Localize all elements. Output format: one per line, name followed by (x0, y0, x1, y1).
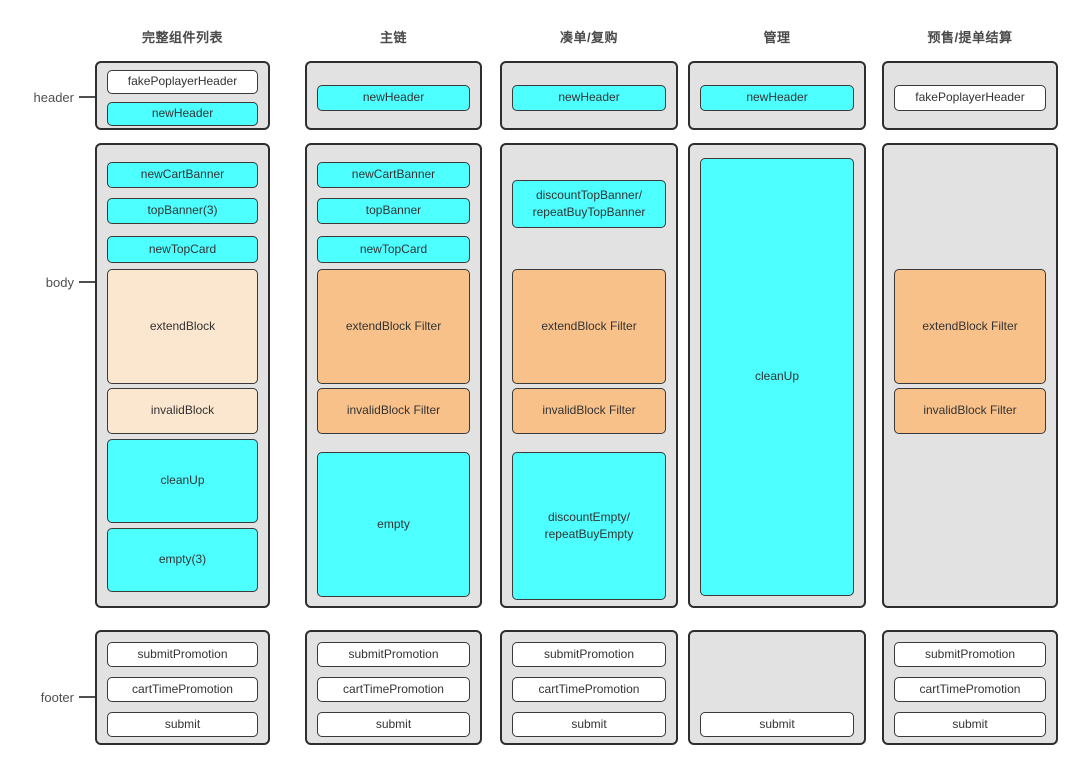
column-full-component-list: 完整组件列表 fakePoplayerHeader newHeader newCart… (95, 0, 270, 765)
column-title: 预售/提单结算 (927, 30, 1013, 45)
column-main-chain-body-section: newCartBanner topBanner newTopCard extendBl… (305, 143, 482, 608)
block-cartTimePromotion: cartTimePromotion (107, 677, 258, 702)
block-submit: submit (512, 712, 666, 737)
block-invalidBlock: invalidBlock (107, 388, 258, 434)
column-presale-settlement: 预售/提单结算 fakePoplayerHeader extendBlock Fil… (882, 0, 1058, 765)
column-title: 凑单/复购 (559, 30, 619, 45)
block-submitPromotion: submitPromotion (894, 642, 1046, 667)
column-discount-repeatbuy-footer-section: submitPromotion cartTimePromotion submit (500, 630, 678, 745)
block-newTopCard: newTopCard (107, 236, 258, 263)
block-submit: submit (700, 712, 854, 737)
block-cleanUp: cleanUp (107, 439, 258, 523)
side-label-header-connector-line (79, 96, 95, 98)
column-title: 管理 (763, 30, 791, 45)
column-manage-body-section: cleanUp (688, 143, 866, 608)
block-invalidBlock-Filter: invalidBlock Filter (512, 388, 666, 434)
side-label-body-connector-line (79, 281, 95, 283)
block-invalidBlock-Filter: invalidBlock Filter (894, 388, 1046, 434)
block-newHeader: newHeader (107, 102, 258, 126)
column-title: 完整组件列表 (141, 30, 223, 45)
column-discount-repeatbuy-body-section: discountTopBanner/ repeatBuyTopBanner ext… (500, 143, 678, 608)
block-empty: empty (317, 452, 470, 597)
block-cartTimePromotion: cartTimePromotion (317, 677, 470, 702)
block-newHeader: newHeader (700, 85, 854, 111)
block-extendBlock-Filter: extendBlock Filter (317, 269, 470, 384)
column-presale-settlement-header-section: fakePoplayerHeader (882, 61, 1058, 130)
block-newHeader: newHeader (317, 85, 470, 111)
block-newCartBanner: newCartBanner (317, 162, 470, 188)
column-manage-footer-section: submit (688, 630, 866, 745)
block-newHeader: newHeader (512, 85, 666, 111)
block-submit: submit (894, 712, 1046, 737)
block-newTopCard: newTopCard (317, 236, 470, 263)
column-manage-header-section: newHeader (688, 61, 866, 130)
block-cartTimePromotion: cartTimePromotion (894, 677, 1046, 702)
column-manage: 管理 newHeader cleanUp submit (688, 0, 866, 765)
block-newCartBanner: newCartBanner (107, 162, 258, 188)
side-label-footer: footer (0, 687, 95, 707)
column-discount-repeatbuy: 凑单/复购 newHeader discountTopBanner/ repeatB… (500, 0, 678, 765)
block-submitPromotion: submitPromotion (317, 642, 470, 667)
block-submitPromotion: submitPromotion (512, 642, 666, 667)
block-invalidBlock-Filter: invalidBlock Filter (317, 388, 470, 434)
column-full-component-list-footer-section: submitPromotion cartTimePromotion submit (95, 630, 270, 745)
side-label-footer-text: footer (40, 689, 74, 705)
side-label-header: header (0, 87, 95, 107)
side-label-body: body (0, 272, 95, 292)
block-submit: submit (317, 712, 470, 737)
block-fakePoplayerHeader: fakePoplayerHeader (894, 85, 1046, 111)
block-discountEmpty-repeatBuyEmpty: discountEmpty/ repeatBuyEmpty (512, 452, 666, 600)
side-label-header-text: header (33, 89, 74, 105)
column-full-component-list-header-section: fakePoplayerHeader newHeader (95, 61, 270, 130)
block-extendBlock-Filter: extendBlock Filter (512, 269, 666, 384)
block-submit: submit (107, 712, 258, 737)
column-title: 主链 (379, 30, 407, 45)
side-label-footer-connector-line (79, 696, 95, 698)
block-topBanner: topBanner (317, 198, 470, 224)
block-cartTimePromotion: cartTimePromotion (512, 677, 666, 702)
column-discount-repeatbuy-header-section: newHeader (500, 61, 678, 130)
block-empty-3-: empty(3) (107, 528, 258, 592)
column-main-chain-footer-section: submitPromotion cartTimePromotion submit (305, 630, 482, 745)
block-fakePoplayerHeader: fakePoplayerHeader (107, 70, 258, 94)
block-extendBlock-Filter: extendBlock Filter (894, 269, 1046, 384)
column-full-component-list-body-section: newCartBanner topBanner(3) newTopCard exten… (95, 143, 270, 608)
column-main-chain: 主链 newHeader newCartBanner topBanner newTopC… (305, 0, 482, 765)
column-presale-settlement-footer-section: submitPromotion cartTimePromotion submit (882, 630, 1058, 745)
block-extendBlock: extendBlock (107, 269, 258, 384)
block-submitPromotion: submitPromotion (107, 642, 258, 667)
block-discountTopBanner-repeatBuyTopBanner: discountTopBanner/ repeatBuyTopBanner (512, 180, 666, 228)
side-label-body-text: body (45, 274, 74, 290)
column-main-chain-header-section: newHeader (305, 61, 482, 130)
block-cleanUp: cleanUp (700, 158, 854, 596)
block-topBanner-3-: topBanner(3) (107, 198, 258, 224)
